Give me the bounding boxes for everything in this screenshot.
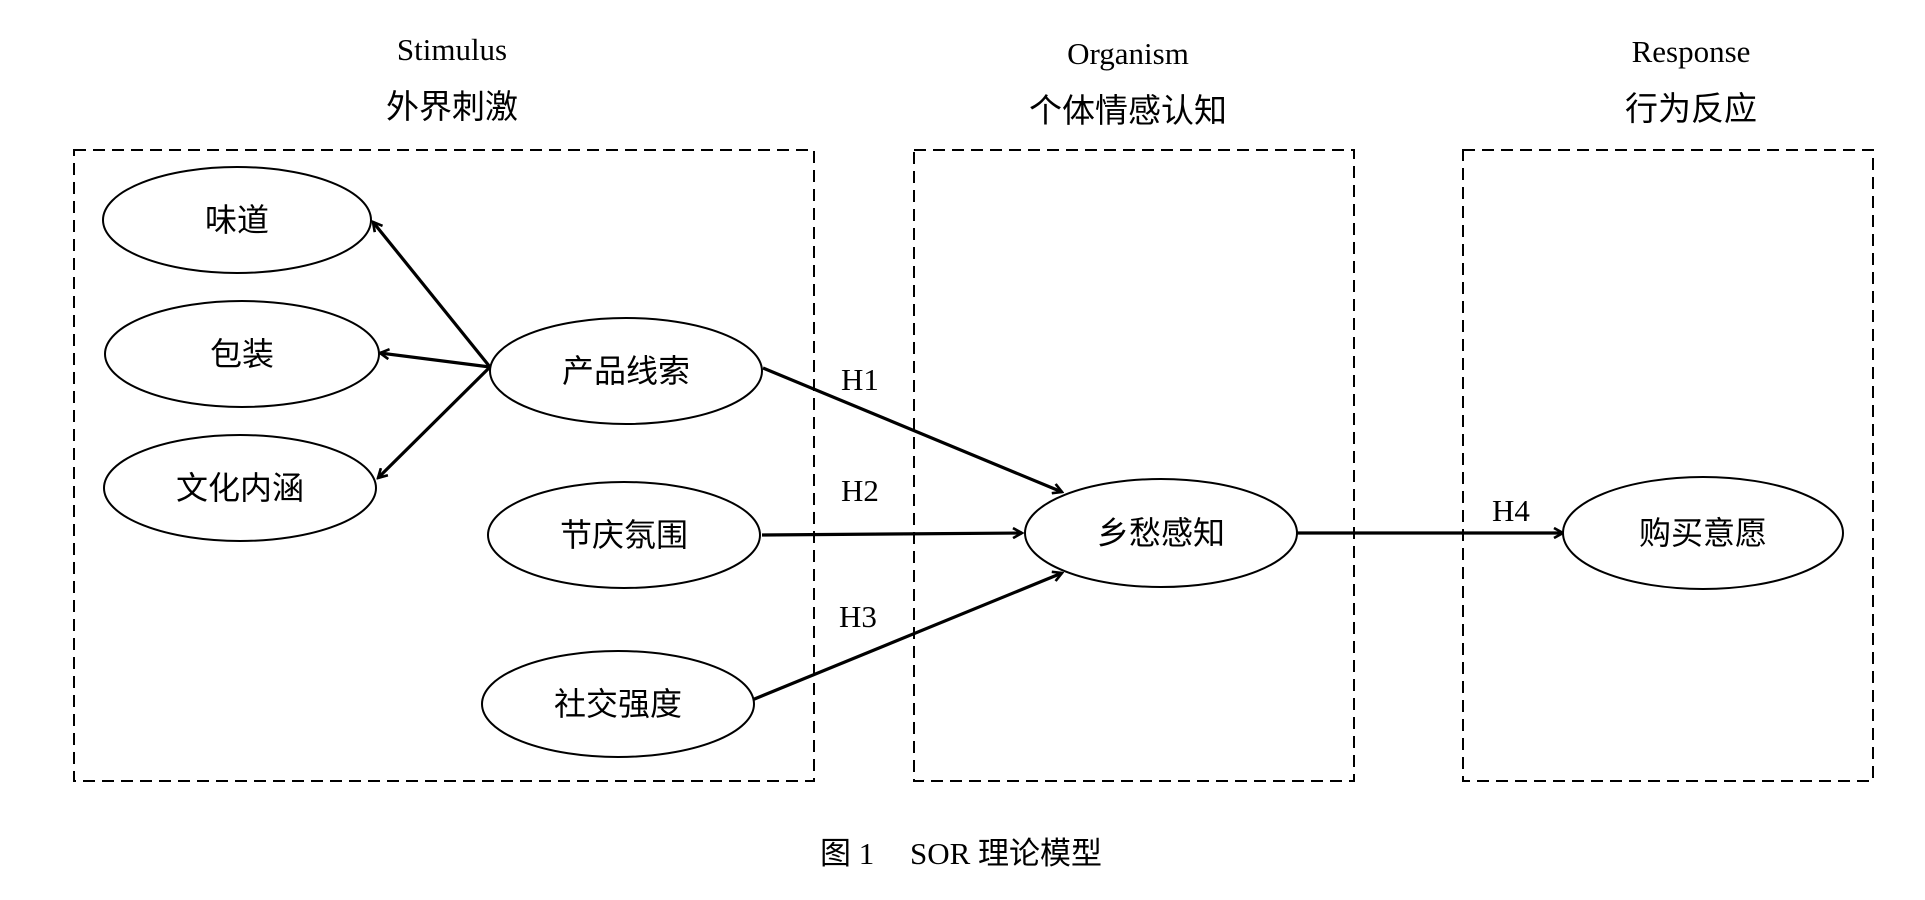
stimulus-group-box	[73, 149, 815, 782]
edge-product-to-taste	[373, 222, 492, 369]
node-nostalgia: 乡愁感知	[1024, 478, 1298, 588]
edge-product-to-culture	[378, 365, 492, 478]
node-social-label: 社交强度	[554, 686, 682, 722]
response-header-en: Response	[1632, 34, 1751, 69]
organism-group-box	[913, 149, 1355, 782]
node-packaging: 包装	[104, 300, 380, 408]
node-culture: 文化内涵	[103, 434, 377, 542]
node-festival-label: 节庆氛围	[560, 517, 688, 553]
h4-label: H4	[1492, 493, 1530, 528]
stimulus-header-zh: 外界刺激	[386, 89, 518, 126]
edge-h3-social-to-nostalgia	[751, 573, 1062, 702]
figure-caption-number: 图 1	[820, 836, 874, 871]
node-product-cue-label: 产品线索	[562, 353, 690, 389]
node-taste-label: 味道	[205, 202, 269, 238]
node-taste: 味道	[102, 166, 372, 274]
node-product-cue: 产品线索	[489, 317, 763, 425]
node-packaging-label: 包装	[210, 336, 274, 372]
node-purchase-label: 购买意愿	[1639, 515, 1767, 551]
edge-product-to-packaging	[380, 353, 491, 369]
stimulus-header-en: Stimulus	[397, 32, 507, 67]
node-social: 社交强度	[481, 650, 755, 758]
response-header-zh: 行为反应	[1625, 91, 1757, 128]
edge-h1-product-to-nostalgia	[762, 366, 1062, 492]
figure-caption-title: SOR 理论模型	[910, 836, 1102, 871]
organism-header-zh: 个体情感认知	[1029, 93, 1227, 130]
node-nostalgia-label: 乡愁感知	[1097, 515, 1225, 551]
node-festival: 节庆氛围	[487, 481, 761, 589]
h3-label: H3	[839, 599, 877, 634]
edge-h2-festival-to-nostalgia	[761, 533, 1022, 535]
h1-label: H1	[841, 362, 879, 397]
h2-label: H2	[841, 473, 879, 508]
node-culture-label: 文化内涵	[176, 470, 304, 506]
organism-header-en: Organism	[1067, 36, 1189, 71]
response-group-box	[1462, 149, 1874, 782]
node-purchase: 购买意愿	[1562, 476, 1844, 590]
